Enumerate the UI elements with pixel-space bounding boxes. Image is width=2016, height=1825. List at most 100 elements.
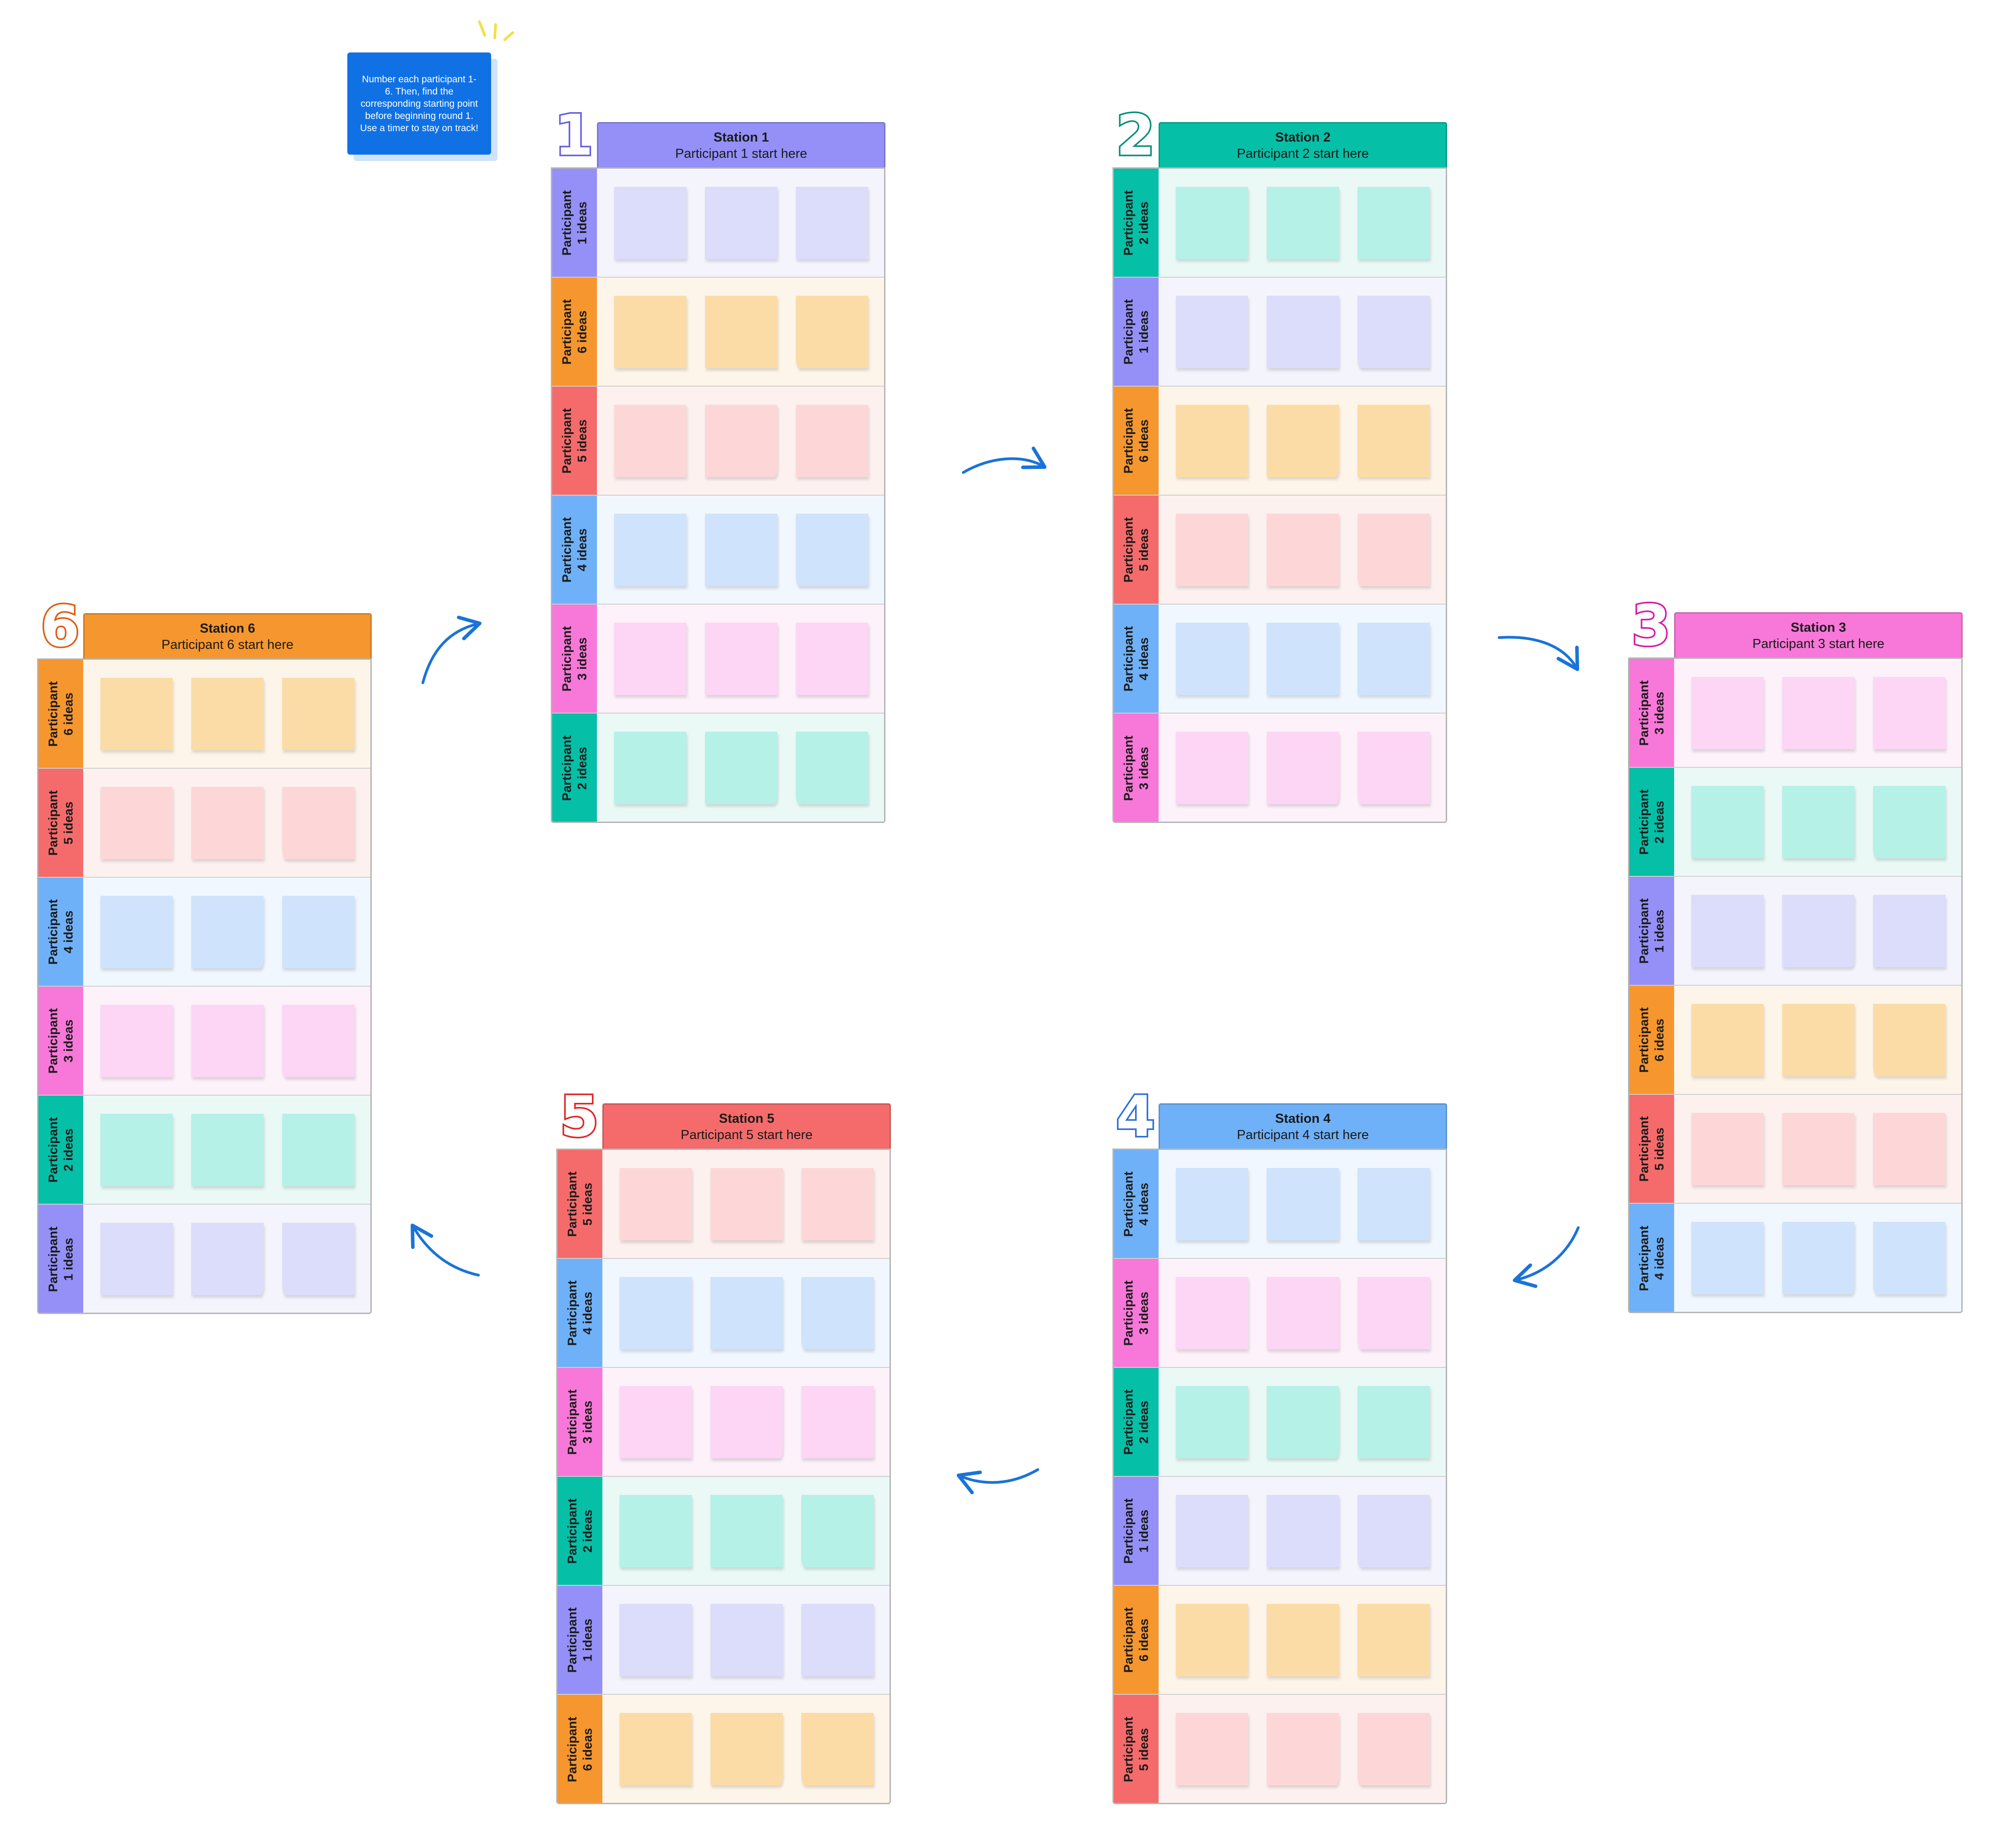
- sticky-note[interactable]: [801, 1713, 874, 1785]
- sticky-note[interactable]: [1176, 1277, 1248, 1349]
- sticky-note[interactable]: [801, 1604, 874, 1676]
- sticky-note[interactable]: [1358, 1713, 1430, 1785]
- sticky-note[interactable]: [1873, 786, 1945, 858]
- sticky-note[interactable]: [100, 678, 173, 750]
- sticky-note[interactable]: [1873, 1004, 1945, 1076]
- sticky-note[interactable]: [796, 623, 868, 695]
- sticky-note[interactable]: [282, 1005, 355, 1077]
- sticky-note[interactable]: [282, 678, 355, 750]
- sticky-note[interactable]: [1782, 1113, 1855, 1185]
- sticky-note[interactable]: [1176, 405, 1248, 477]
- sticky-note[interactable]: [1176, 1386, 1248, 1458]
- sticky-note[interactable]: [1267, 1604, 1339, 1676]
- sticky-note[interactable]: [614, 405, 686, 477]
- sticky-note[interactable]: [1267, 514, 1339, 586]
- sticky-note[interactable]: [705, 514, 777, 586]
- sticky-note[interactable]: [1873, 1113, 1945, 1185]
- instruction-sticky-note[interactable]: Number each participant 1-6. Then, find …: [347, 52, 491, 155]
- sticky-note[interactable]: [1267, 405, 1339, 477]
- sticky-note[interactable]: [1782, 786, 1855, 858]
- sticky-note[interactable]: [1691, 1004, 1764, 1076]
- sticky-note[interactable]: [705, 296, 777, 368]
- sticky-note[interactable]: [705, 732, 777, 804]
- sticky-note[interactable]: [705, 405, 777, 477]
- sticky-note[interactable]: [1873, 677, 1945, 749]
- sticky-note[interactable]: [100, 896, 173, 968]
- sticky-note[interactable]: [1176, 296, 1248, 368]
- sticky-note[interactable]: [710, 1495, 783, 1567]
- sticky-note[interactable]: [710, 1168, 783, 1240]
- sticky-note[interactable]: [1176, 1168, 1248, 1240]
- sticky-note[interactable]: [1267, 1495, 1339, 1567]
- sticky-note[interactable]: [705, 623, 777, 695]
- sticky-note[interactable]: [1782, 895, 1855, 967]
- sticky-note[interactable]: [796, 405, 868, 477]
- sticky-note[interactable]: [801, 1495, 874, 1567]
- sticky-note[interactable]: [1267, 187, 1339, 259]
- sticky-note[interactable]: [710, 1386, 783, 1458]
- sticky-note[interactable]: [1782, 1222, 1855, 1294]
- sticky-note[interactable]: [614, 514, 686, 586]
- sticky-note[interactable]: [1873, 1222, 1945, 1294]
- sticky-note[interactable]: [1782, 1004, 1855, 1076]
- sticky-note[interactable]: [100, 787, 173, 859]
- sticky-note[interactable]: [282, 896, 355, 968]
- sticky-note[interactable]: [100, 1114, 173, 1186]
- sticky-note[interactable]: [191, 1223, 264, 1295]
- sticky-note[interactable]: [1358, 296, 1430, 368]
- sticky-note[interactable]: [801, 1277, 874, 1349]
- sticky-note[interactable]: [282, 1223, 355, 1295]
- sticky-note[interactable]: [191, 678, 264, 750]
- sticky-note[interactable]: [620, 1168, 692, 1240]
- sticky-note[interactable]: [100, 1005, 173, 1077]
- sticky-note[interactable]: [614, 296, 686, 368]
- sticky-note[interactable]: [1358, 1168, 1430, 1240]
- sticky-note[interactable]: [710, 1604, 783, 1676]
- sticky-note[interactable]: [1176, 1713, 1248, 1785]
- sticky-note[interactable]: [1267, 732, 1339, 804]
- sticky-note[interactable]: [614, 732, 686, 804]
- sticky-note[interactable]: [1691, 1222, 1764, 1294]
- sticky-note[interactable]: [620, 1713, 692, 1785]
- sticky-note[interactable]: [1691, 895, 1764, 967]
- sticky-note[interactable]: [710, 1277, 783, 1349]
- sticky-note[interactable]: [801, 1168, 874, 1240]
- sticky-note[interactable]: [1176, 187, 1248, 259]
- sticky-note[interactable]: [1691, 1113, 1764, 1185]
- sticky-note[interactable]: [191, 1005, 264, 1077]
- sticky-note[interactable]: [1691, 677, 1764, 749]
- sticky-note[interactable]: [282, 787, 355, 859]
- sticky-note[interactable]: [705, 187, 777, 259]
- sticky-note[interactable]: [1358, 1386, 1430, 1458]
- sticky-note[interactable]: [1176, 1604, 1248, 1676]
- sticky-note[interactable]: [1176, 732, 1248, 804]
- sticky-note[interactable]: [796, 187, 868, 259]
- sticky-note[interactable]: [191, 787, 264, 859]
- sticky-note[interactable]: [614, 187, 686, 259]
- sticky-note[interactable]: [620, 1386, 692, 1458]
- sticky-note[interactable]: [1176, 1495, 1248, 1567]
- sticky-note[interactable]: [796, 514, 868, 586]
- sticky-note[interactable]: [1358, 623, 1430, 695]
- sticky-note[interactable]: [1358, 1495, 1430, 1567]
- sticky-note[interactable]: [614, 623, 686, 695]
- sticky-note[interactable]: [191, 1114, 264, 1186]
- sticky-note[interactable]: [1267, 623, 1339, 695]
- sticky-note[interactable]: [620, 1495, 692, 1567]
- sticky-note[interactable]: [282, 1114, 355, 1186]
- sticky-note[interactable]: [1358, 514, 1430, 586]
- sticky-note[interactable]: [1358, 732, 1430, 804]
- sticky-note[interactable]: [1267, 1168, 1339, 1240]
- sticky-note[interactable]: [710, 1713, 783, 1785]
- sticky-note[interactable]: [620, 1604, 692, 1676]
- sticky-note[interactable]: [1691, 786, 1764, 858]
- sticky-note[interactable]: [796, 732, 868, 804]
- sticky-note[interactable]: [620, 1277, 692, 1349]
- sticky-note[interactable]: [1873, 895, 1945, 967]
- sticky-note[interactable]: [1782, 677, 1855, 749]
